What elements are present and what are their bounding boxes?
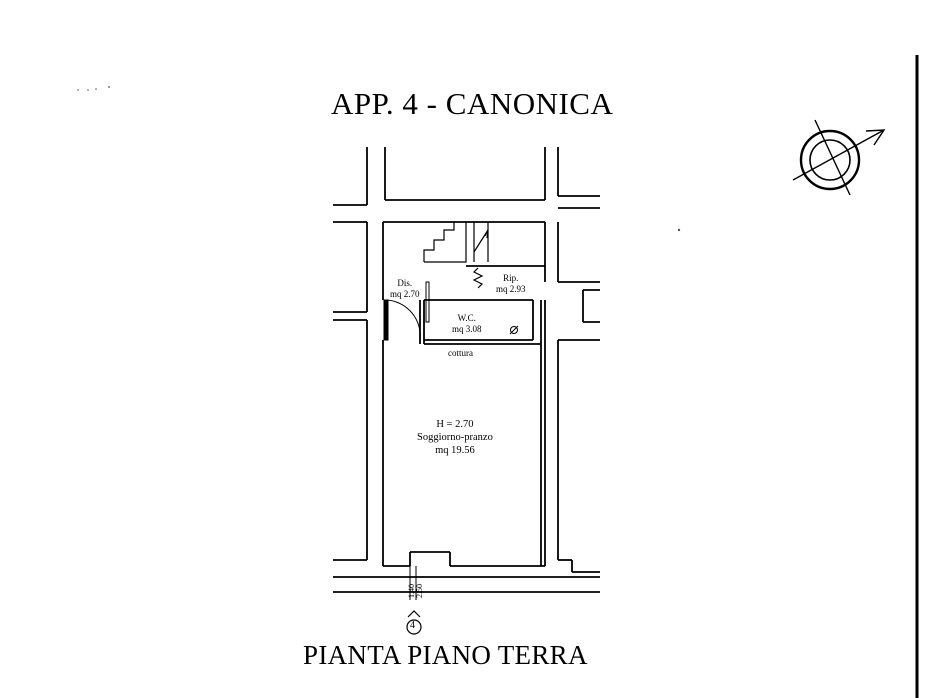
room-rip: Rip. mq 2.93: [496, 273, 526, 295]
room-rip-name: Rip.: [503, 273, 519, 283]
room-soggiorno-name: Soggiorno-pranzo: [417, 432, 493, 443]
dimension-lines: [409, 566, 417, 600]
door-swing: [383, 281, 430, 341]
room-wc-name: W.C.: [457, 313, 476, 323]
staircase: [423, 222, 489, 289]
wc-fixture: [510, 326, 518, 334]
walls: [333, 147, 600, 593]
dimension-2: 2.50: [415, 584, 424, 598]
section-marker-icon: [406, 610, 422, 635]
room-cottura: cottura: [448, 348, 473, 358]
north-arrow-icon: [792, 119, 886, 196]
section-number: 4: [410, 620, 415, 631]
room-wc: W.C. mq 3.08: [452, 313, 482, 335]
room-dis-area: mq 2.70: [390, 289, 420, 299]
room-rip-area: mq 2.93: [496, 284, 526, 294]
room-soggiorno-height: H = 2.70: [436, 419, 474, 430]
room-dis-name: Dis.: [397, 278, 413, 288]
page-title: APP. 4 - CANONICA: [331, 86, 614, 121]
room-soggiorno-area: mq 19.56: [435, 445, 475, 456]
footer-title: PIANTA PIANO TERRA: [303, 640, 588, 670]
room-wc-area: mq 3.08: [452, 324, 482, 334]
scan-specks: [77, 86, 681, 232]
room-soggiorno: H = 2.70 Soggiorno-pranzo mq 19.56: [417, 418, 493, 457]
room-dis: Dis. mq 2.70: [390, 278, 420, 300]
